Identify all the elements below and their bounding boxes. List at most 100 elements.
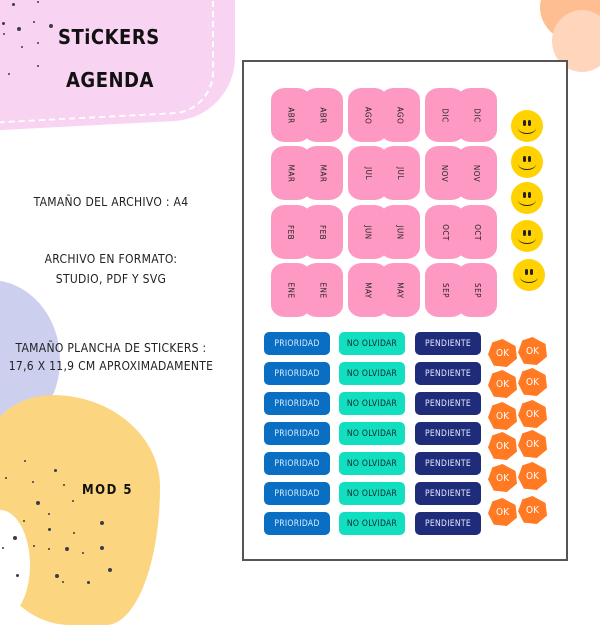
month-sticker-jul: JUL JUL xyxy=(348,146,420,200)
month-label: JUN xyxy=(395,224,405,240)
speckle-dot xyxy=(8,73,10,75)
speckle-dot xyxy=(37,1,39,3)
speckle-dot xyxy=(108,568,112,572)
month-sticker-jun: JUN JUN xyxy=(348,205,420,259)
format-text-line1: ARCHIVO EN FORMATO: xyxy=(44,252,178,266)
speckle-dot xyxy=(87,581,90,584)
month-sticker-may: MAY MAY xyxy=(348,263,420,317)
label-sticker-prioridad: PRIORIDAD xyxy=(264,392,330,415)
month-sticker-mar: MAR MAR xyxy=(271,146,343,200)
sheet-size-text-line1: TAMAÑO PLANCHA DE STICKERS : xyxy=(15,341,207,355)
speckle-dot xyxy=(37,65,39,67)
label-sticker-pendiente: PENDIENTE xyxy=(415,422,481,445)
speckle-dot xyxy=(33,21,35,23)
speckle-dot xyxy=(32,481,34,483)
month-label: FEB xyxy=(318,224,328,240)
smiley-face-icon xyxy=(511,182,543,214)
label-sticker-pendiente: PENDIENTE xyxy=(415,392,481,415)
speckle-dot xyxy=(48,548,50,550)
month-sticker-ago: AGO AGO xyxy=(348,88,420,142)
month-sticker-ene: ENE ENE xyxy=(271,263,343,317)
month-label: MAR xyxy=(318,164,328,182)
month-label: DIC xyxy=(440,107,450,123)
file-size-text: TAMAÑO DEL ARCHIVO : A4 xyxy=(33,195,189,209)
smiley-face-icon xyxy=(513,259,545,291)
month-label: ABR xyxy=(318,106,328,124)
speckle-dot xyxy=(36,501,40,505)
speckle-dot xyxy=(24,460,26,462)
month-label: SEP xyxy=(440,282,450,298)
label-sticker-no-olvidar: NO OLVIDAR xyxy=(339,332,405,355)
speckle-dot xyxy=(54,469,57,472)
label-sticker-prioridad: PRIORIDAD xyxy=(264,362,330,385)
ok-badge-sticker: OK xyxy=(488,432,517,460)
sheet-size-text-line2: 17,6 X 11,9 CM APROXIMADAMENTE xyxy=(8,359,214,373)
model-label: MOD 5 xyxy=(82,483,134,498)
month-label: OCT xyxy=(472,223,482,241)
month-label: JUL xyxy=(395,166,405,180)
title-stickers: STiCKERS xyxy=(58,25,160,49)
month-label: NOV xyxy=(440,164,450,182)
speckle-dot xyxy=(21,46,23,48)
month-sticker-abr: ABR ABR xyxy=(271,88,343,142)
month-label: OCT xyxy=(440,223,450,241)
speckle-dot xyxy=(55,574,59,578)
smiley-face-icon xyxy=(511,110,543,142)
label-sticker-pendiente: PENDIENTE xyxy=(415,452,481,475)
speckle-dot xyxy=(16,574,19,577)
month-sticker-nov: NOV NOV xyxy=(425,146,497,200)
title-agenda: AGENDA xyxy=(66,68,154,92)
speckle-dot xyxy=(3,33,5,35)
speckle-dot xyxy=(33,545,35,547)
month-label: JUN xyxy=(363,224,373,240)
month-label: MAY xyxy=(363,281,373,299)
smiley-face-icon xyxy=(511,146,543,178)
speckle-dot xyxy=(100,546,104,550)
speckle-dot xyxy=(62,581,64,583)
month-label: AGO xyxy=(395,106,405,124)
month-label: JUL xyxy=(363,166,373,180)
label-sticker-no-olvidar: NO OLVIDAR xyxy=(339,482,405,505)
month-label: MAR xyxy=(286,164,296,182)
dashed-stitch-border xyxy=(0,0,214,124)
month-label: MAY xyxy=(395,281,405,299)
month-label: AGO xyxy=(363,106,373,124)
label-sticker-no-olvidar: NO OLVIDAR xyxy=(339,452,405,475)
speckle-dot xyxy=(13,536,17,540)
speckle-dot xyxy=(23,520,25,522)
month-label: ENE xyxy=(286,282,296,298)
label-sticker-prioridad: PRIORIDAD xyxy=(264,452,330,475)
label-sticker-no-olvidar: NO OLVIDAR xyxy=(339,512,405,535)
speckle-dot xyxy=(63,484,65,486)
label-sticker-pendiente: PENDIENTE xyxy=(415,482,481,505)
month-label: ABR xyxy=(286,106,296,124)
speckle-dot xyxy=(100,521,104,525)
label-sticker-no-olvidar: NO OLVIDAR xyxy=(339,362,405,385)
speckle-dot xyxy=(2,22,5,25)
speckle-dot xyxy=(5,477,7,479)
label-sticker-no-olvidar: NO OLVIDAR xyxy=(339,422,405,445)
speckle-dot xyxy=(12,3,15,6)
smiley-face-icon xyxy=(511,220,543,252)
month-label: NOV xyxy=(472,164,482,182)
month-label: ENE xyxy=(318,282,328,298)
speckle-dot xyxy=(37,42,39,44)
label-sticker-prioridad: PRIORIDAD xyxy=(264,482,330,505)
speckle-dot xyxy=(48,528,51,531)
label-sticker-no-olvidar: NO OLVIDAR xyxy=(339,392,405,415)
speckle-dot xyxy=(2,547,4,549)
format-text-line2: STUDIO, PDF Y SVG xyxy=(55,272,167,286)
speckle-dot xyxy=(49,24,53,28)
month-sticker-oct: OCT OCT xyxy=(425,205,497,259)
month-label: DIC xyxy=(472,107,482,123)
month-sticker-dic: DIC DIC xyxy=(425,88,497,142)
speckle-dot xyxy=(72,500,74,502)
label-sticker-prioridad: PRIORIDAD xyxy=(264,332,330,355)
label-sticker-pendiente: PENDIENTE xyxy=(415,362,481,385)
label-sticker-pendiente: PENDIENTE xyxy=(415,512,481,535)
speckle-dot xyxy=(65,547,69,551)
label-sticker-prioridad: PRIORIDAD xyxy=(264,422,330,445)
speckle-dot xyxy=(48,513,50,515)
